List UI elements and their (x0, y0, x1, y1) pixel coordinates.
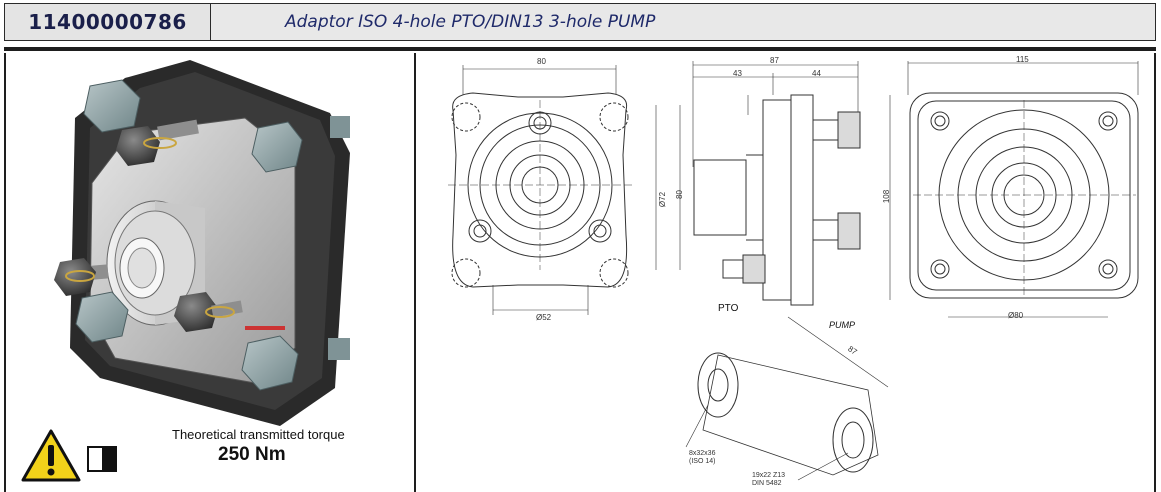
rear-height-dim: 108 (882, 189, 892, 204)
product-title-cell: Adaptor ISO 4-hole PTO/DIN13 3-hole PUMP (211, 4, 1155, 40)
front-height-dim: 80 (674, 190, 684, 199)
side-left-dim: 43 (733, 69, 742, 78)
technical-drawing (448, 61, 1139, 481)
adaptor-3d-render (54, 60, 350, 426)
rear-bore-dim: Ø80 (1008, 311, 1024, 320)
pto-label: PTO (718, 303, 739, 314)
pump-label: PUMP (829, 320, 856, 330)
warning-triangle-icon (21, 429, 81, 482)
rear-width-dim: 115 (1016, 55, 1029, 64)
torque-value: 250 Nm (218, 444, 286, 465)
pto-spline-note: 8x32x36 (ISO 14) (689, 450, 715, 466)
pump-spline-spec: 19x22 Z13 (752, 472, 786, 479)
side-right-dim: 44 (812, 69, 821, 78)
header-divider (4, 47, 1156, 51)
half-filled-square-icon (87, 446, 117, 472)
front-diameter-dim: Ø72 (658, 191, 668, 208)
product-code: 11400000786 (28, 10, 187, 34)
front-width-dim: 80 (537, 57, 546, 66)
product-header: 11400000786 Adaptor ISO 4-hole PTO/DIN13… (4, 3, 1156, 41)
pto-spline-spec: 8x32x36 (689, 450, 716, 457)
front-bore-dim: Ø52 (536, 313, 552, 322)
pto-spline-standard: (ISO 14) (689, 458, 716, 465)
pump-spline-standard: DIN 5482 (752, 480, 782, 487)
pump-spline-note: 19x22 Z13 DIN 5482 (752, 472, 785, 488)
side-total-dim: 87 (770, 56, 779, 65)
torque-label: Theoretical transmitted torque (172, 427, 345, 442)
product-title: Adaptor ISO 4-hole PTO/DIN13 3-hole PUMP (285, 12, 656, 32)
technical-drawing-panel (416, 53, 1156, 492)
product-code-cell: 11400000786 (5, 4, 211, 40)
product-render-panel (4, 53, 416, 492)
